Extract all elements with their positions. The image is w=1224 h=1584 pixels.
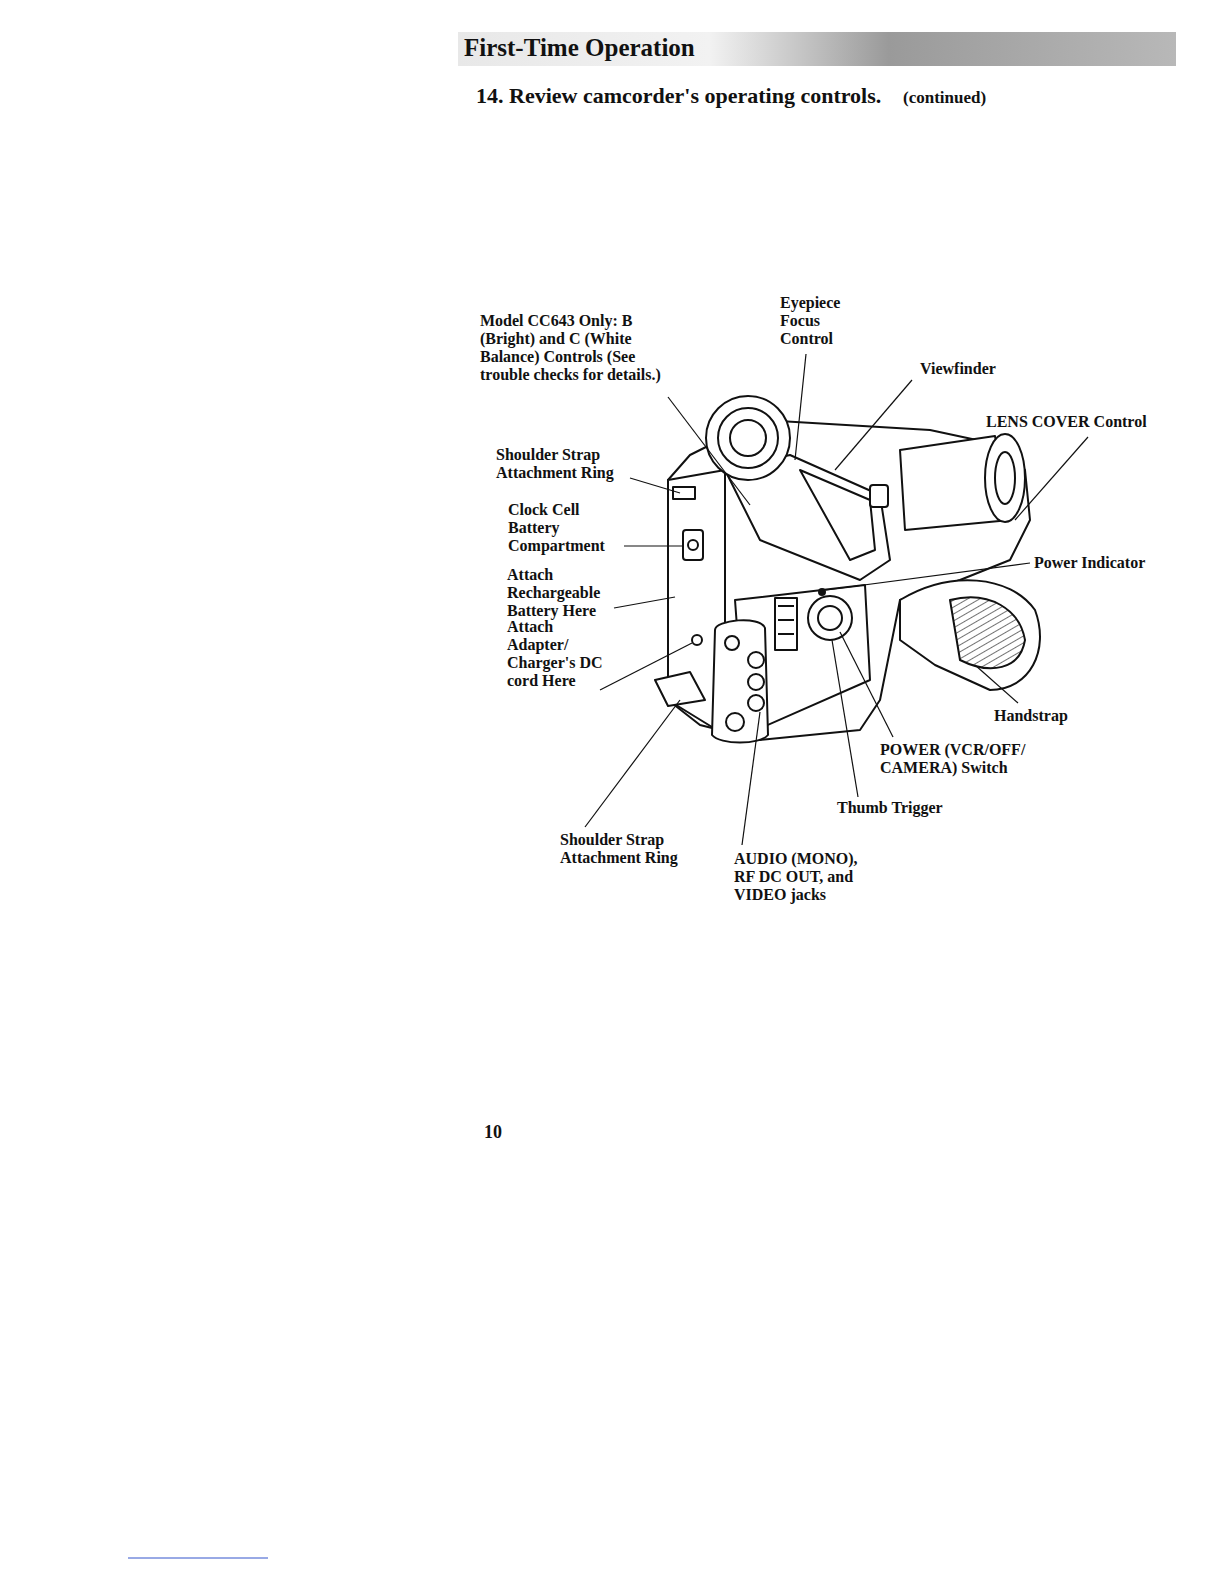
callout-label: Model CC643 Only: B (Bright) and C (Whit… — [480, 312, 680, 384]
callout-label: Power Indicator — [1034, 554, 1174, 572]
page-rule — [128, 1558, 268, 1559]
page-heading: First-Time Operation — [464, 34, 695, 62]
continued-note: (continued) — [903, 88, 1023, 107]
callout-label: Thumb Trigger — [837, 799, 967, 817]
callout-label: POWER (VCR/OFF/ CAMERA) Switch — [880, 741, 1030, 777]
callout-label: Eyepiece Focus Control — [780, 294, 870, 348]
callout-label: LENS COVER Control — [986, 413, 1176, 431]
callout-label: Shoulder Strap Attachment Ring — [560, 831, 700, 867]
page-number: 10 — [484, 1122, 524, 1142]
callout-label: AUDIO (MONO), RF DC OUT, and VIDEO jacks — [734, 850, 864, 904]
callout-label: Shoulder Strap Attachment Ring — [496, 446, 636, 482]
callout-label: Attach Adapter/ Charger's DC cord Here — [507, 618, 612, 690]
header-band — [458, 32, 1176, 66]
callout-label: Handstrap — [994, 707, 1094, 725]
callout-label: Clock Cell Battery Compartment — [508, 501, 628, 555]
callout-label: Attach Rechargeable Battery Here — [507, 566, 617, 620]
camcorder — [655, 396, 1040, 743]
callout-label: Viewfinder — [920, 360, 1030, 378]
